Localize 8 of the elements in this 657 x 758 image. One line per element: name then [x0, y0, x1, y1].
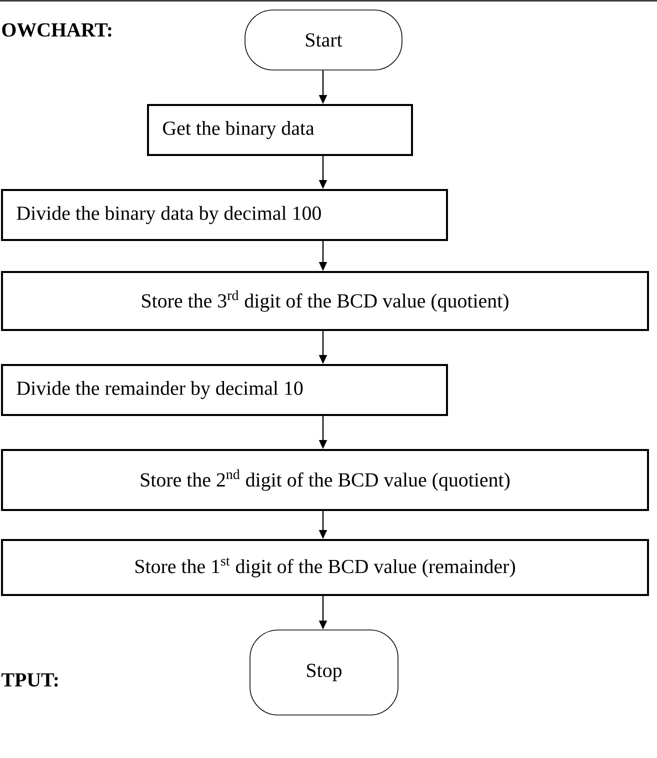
heading: TPUT: [2, 673, 58, 687]
process-box: Store the 1$^{st}$ digit of the BCD value (remainder) [1, 539, 649, 596]
process-box: Divide the remainder by decimal 10 [1, 364, 448, 416]
process-box: Divide the binary data by decimal 100 [1, 189, 448, 241]
heading: OWCHART: [2, 23, 112, 37]
process-box: Store the 3$^{rd}$ digit of the BCD value (quotient) [1, 271, 649, 331]
process-box: Store the 2$^{nd}$ digit of the BCD value (quotient) [1, 449, 649, 511]
process-box: Get the binary data [147, 104, 413, 156]
